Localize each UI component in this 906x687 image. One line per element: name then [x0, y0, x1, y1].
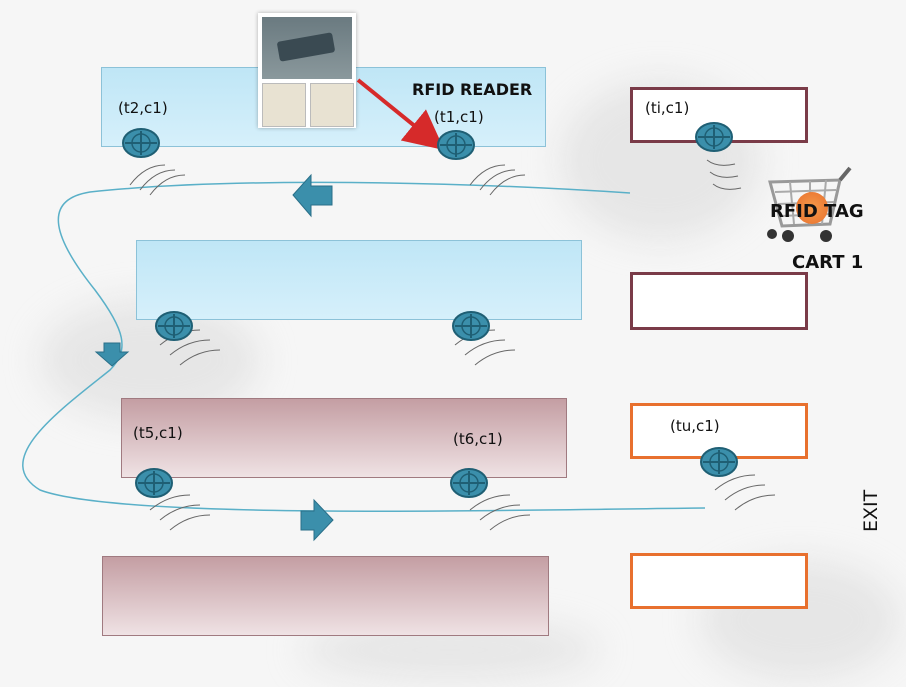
antenna-icon	[450, 468, 488, 498]
flow-arrow-icon	[300, 498, 334, 542]
customer-path	[22, 181, 706, 512]
reader-pointer-arrow	[356, 78, 445, 151]
label-t6-c1: (t6,c1)	[453, 430, 503, 448]
rfid-tag-icon	[796, 192, 828, 224]
antenna-icon	[695, 122, 733, 152]
label-t2-c1: (t2,c1)	[118, 99, 168, 117]
checkout-counter-3	[630, 403, 808, 459]
antenna-icon	[437, 130, 475, 160]
checkout-counter-2	[630, 272, 808, 330]
exit-label: EXIT	[860, 489, 882, 532]
label-tu-c1: (tu,c1)	[670, 417, 720, 435]
rfid-tag-label: RFID TAG	[770, 201, 864, 222]
shelf-aisle-3	[121, 398, 567, 478]
antenna-icon	[452, 311, 490, 341]
shelf-aisle-2	[136, 240, 582, 320]
label-t5-c1: (t5,c1)	[133, 424, 183, 442]
signal-waves	[129, 159, 776, 531]
rfid-reader-photo	[258, 13, 356, 128]
antenna-icon	[700, 447, 738, 477]
label-ti-c1: (ti,c1)	[645, 99, 690, 117]
antenna-icon	[135, 468, 173, 498]
cart-label: CART 1	[792, 252, 864, 273]
checkout-counter-4	[630, 553, 808, 609]
antenna-icon	[122, 128, 160, 158]
flow-arrow-icon	[292, 173, 333, 218]
flow-arrow-icon	[94, 342, 130, 367]
shelf-aisle-4	[102, 556, 549, 636]
shopping-cart-icon	[760, 162, 860, 252]
label-t1-c1: (t1,c1)	[434, 108, 484, 126]
reader-title: RFID READER	[412, 80, 533, 99]
antenna-icon	[155, 311, 193, 341]
